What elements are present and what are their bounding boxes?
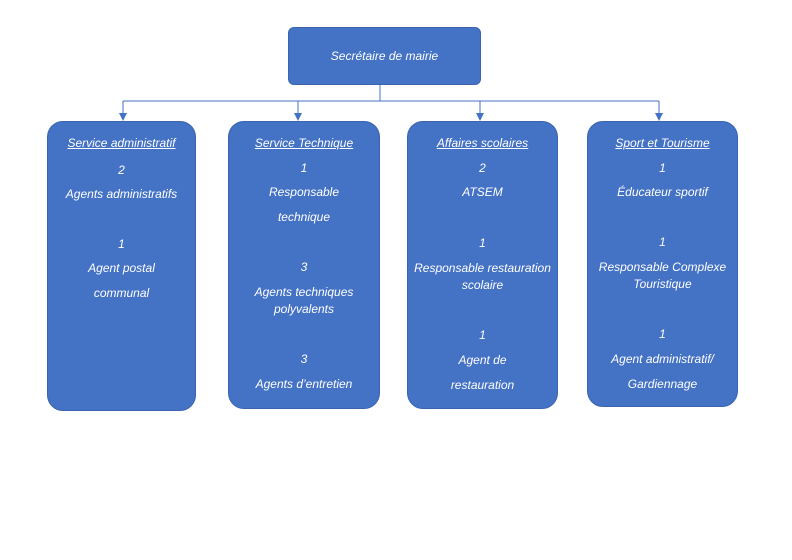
dept-line: Agent postal xyxy=(88,261,155,275)
dept-line: 1 xyxy=(118,237,125,251)
dept-line: Responsable xyxy=(268,185,340,199)
dept-line: technique xyxy=(277,210,331,224)
dept-title: Affaires scolaires xyxy=(436,136,529,150)
dept-line: 1 xyxy=(300,161,308,175)
dept-line: 1 xyxy=(659,235,666,249)
root-node-label: Secrétaire de mairie xyxy=(330,49,439,63)
dept-title: Service administratif xyxy=(67,136,176,150)
dept-line: Gardiennage xyxy=(627,377,698,391)
dept-line: 1 xyxy=(479,328,486,342)
dept-line: 1 xyxy=(479,236,486,250)
dept-line: 1 xyxy=(659,327,666,341)
dept-box-affaires-scolaires: Affaires scolaires 2 ATSEM 1 Responsable… xyxy=(407,121,558,409)
dept-line: 2 xyxy=(118,163,125,177)
dept-line: communal xyxy=(93,286,150,300)
dept-line: Agent administratif/ xyxy=(611,352,714,366)
dept-line: 3 xyxy=(300,352,308,366)
dept-box-service-technique: Service Technique 1 Responsable techniqu… xyxy=(228,121,380,409)
dept-title: Sport et Tourisme xyxy=(615,136,710,150)
dept-line: restauration xyxy=(450,378,515,392)
dept-line: Agents administratifs xyxy=(65,187,178,201)
dept-box-sport-et-tourisme: Sport et Tourisme 1 Éducateur sportif 1 … xyxy=(587,121,738,407)
dept-line: scolaire xyxy=(461,278,504,292)
dept-line: Agents d’entretien xyxy=(255,377,353,391)
root-node-box: Secrétaire de mairie xyxy=(288,27,481,85)
dept-line: Agents techniques xyxy=(254,285,354,299)
dept-line: polyvalents xyxy=(273,302,335,316)
dept-line: 1 xyxy=(659,161,666,175)
dept-line: ATSEM xyxy=(462,185,503,199)
dept-line: 2 xyxy=(479,161,486,175)
dept-line: Touristique xyxy=(633,277,692,291)
dept-box-service-administratif: Service administratif 2 Agents administr… xyxy=(47,121,196,411)
dept-line: Responsable Complexe xyxy=(598,260,727,274)
dept-line: 3 xyxy=(300,260,308,274)
dept-line: Éducateur sportif xyxy=(617,185,708,199)
dept-line: Responsable restauration xyxy=(414,261,551,275)
dept-title: Service Technique xyxy=(254,136,354,150)
dept-line: Agent de xyxy=(458,353,507,367)
